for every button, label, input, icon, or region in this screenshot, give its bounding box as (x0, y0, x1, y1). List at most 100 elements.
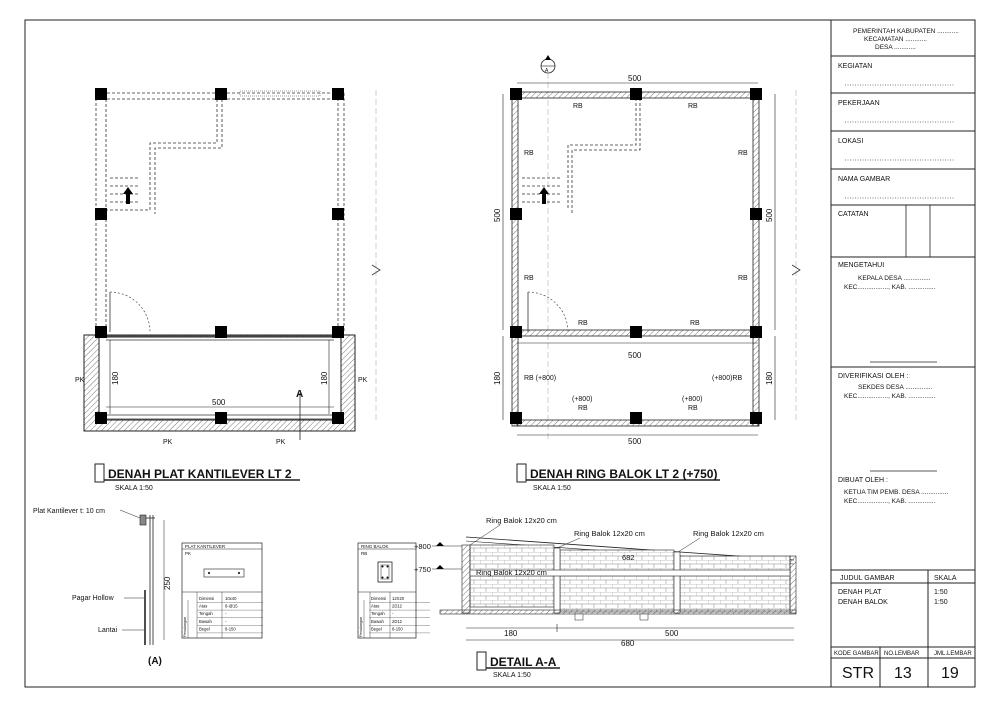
plan1-pk-left: PK (75, 377, 85, 384)
rb-800-right: (+800)RB (712, 375, 742, 382)
tb-diverifikasi-label: DIVERIFIKASI OLEH : (838, 373, 908, 380)
tb-kec-kab-3: KEC................., KAB. .............… (844, 498, 936, 505)
table-cell-label: Atas (199, 604, 207, 609)
section-title: DETAIL A-A (490, 655, 557, 669)
table-cell-label: Tengah (199, 611, 213, 616)
tb-no-lembar-label: NO.LEMBAR (884, 651, 920, 657)
section-detail-aa: Ring Balok 12x20 cm Ring Balok 12x20 cm … (414, 516, 797, 679)
plan2-title: DENAH RING BALOK LT 2 (+750) (530, 467, 717, 481)
tb-dibuat-label: DIBUAT OLEH : (838, 477, 888, 484)
level-750: +750 (414, 565, 431, 574)
rb-label-2: Ring Balok 12x20 cm (574, 529, 645, 538)
lantai-label: Lantai (98, 627, 118, 634)
rb-label: RB (688, 405, 698, 412)
dim-180: 180 (504, 629, 518, 638)
plan2-dim-top: 500 (628, 74, 642, 83)
tb-kepala-desa: KEPALA DESA ............... (858, 275, 931, 282)
detail-wall: 250 Plat Kantilever t: 10 cm Pagar Hollo… (33, 508, 172, 667)
table-plat-side-label: Penulangan (183, 617, 187, 637)
tb-nama-gambar-label: NAMA GAMBAR (838, 176, 890, 183)
title-block: PEMERINTAH KABUPATEN ............ KECAMA… (830, 20, 975, 687)
plan1-pk-bottom-1: PK (163, 439, 173, 446)
tb-mengetahui-label: MENGETAHUI (838, 262, 884, 269)
plan2-dim-left-500: 500 (493, 208, 502, 222)
table-plat-title: PLAT KANTILEVER (185, 544, 226, 549)
table-rb-title: RING BALOK (361, 544, 389, 549)
plan2-dim-bottom: 500 (628, 437, 642, 446)
sheet-border (24, 19, 976, 688)
plan2-dim-right-180: 180 (765, 371, 774, 385)
tb-ketua: KETUA TIM PEMB. DESA ............... (844, 489, 948, 496)
rb-label: RB (578, 405, 588, 412)
table-cell-label: Bawah (199, 619, 212, 624)
table-cell-value: 8-@15 (225, 604, 238, 609)
level-800: +800 (414, 542, 431, 551)
tb-catatan-label: CATATAN (838, 211, 869, 218)
dim-680: 680 (621, 639, 635, 648)
table-cell-label: Dimensi (199, 596, 214, 601)
table-cell-value: - (225, 611, 227, 616)
pagar-hollow-label: Pagar Hollow (72, 595, 115, 602)
plan2-dim-right-500: 500 (765, 208, 774, 222)
table-rb-side-label: Penulangan (359, 617, 363, 637)
rb-label: RB (578, 320, 588, 327)
tb-judul-gambar-label: JUDUL GAMBAR (840, 575, 895, 582)
table-cell-value: 10x40 (225, 596, 237, 601)
plan1-section-mark: A (296, 389, 303, 400)
rb-label-1: Ring Balok 12x20 cm (486, 516, 557, 525)
table-plat-kantilever: PLAT KANTILEVER PK Penulangan Dimensi 10x… (181, 542, 263, 639)
tb-kode-gambar-label: KODE GAMBAR (834, 651, 879, 657)
table-plat-subtitle: PK (185, 551, 191, 556)
stair-arrow-icon-2 (539, 187, 549, 204)
plan1-title: DENAH PLAT KANTILEVER LT 2 (108, 467, 292, 481)
tb-jml-lembar: 19 (941, 665, 959, 682)
dim-500: 500 (665, 629, 679, 638)
plan1-dim-500: 500 (212, 398, 226, 407)
dim-682: 682 (622, 553, 635, 562)
tb-judul-2: DENAH BALOK (838, 599, 888, 606)
tb-kec-kab-1: KEC................., KAB. .............… (844, 284, 936, 291)
rb-label: RB (573, 103, 583, 110)
rb-label-3: Ring Balok 12x20 cm (693, 529, 764, 538)
tb-skala-label: SKALA (934, 575, 957, 582)
rb-label: RB (738, 150, 748, 157)
tb-header-3: DESA ............ (875, 44, 916, 51)
rb-label: RB (688, 103, 698, 110)
rb-label: RB (524, 150, 534, 157)
dim-250: 250 (163, 576, 172, 590)
table-cell-value: 2D12 (392, 604, 403, 609)
table-rb-subtitle: RB (361, 551, 367, 556)
table-cell-value: 8-150 (392, 626, 403, 631)
table-cell-value: 12X20 (392, 596, 405, 601)
plan1-dim-180-left: 180 (111, 371, 120, 385)
plan1-scale: SKALA 1:50 (115, 485, 153, 492)
rb-label: RB (524, 275, 534, 282)
table-cell-value: 8-150 (225, 626, 236, 631)
table-cell-value: - (225, 619, 227, 624)
plan2-dim-left-180: 180 (493, 371, 502, 385)
tb-kec-kab-2: KEC................., KAB. .............… (844, 393, 936, 400)
tb-skala-1: 1:50 (934, 589, 948, 596)
section-scale: SKALA 1:50 (493, 672, 531, 679)
plan2-section-mark: A (545, 68, 549, 74)
table-cell-label: Begel (199, 626, 210, 631)
rb-label: RB (690, 320, 700, 327)
tb-skala-2: 1:50 (934, 599, 948, 606)
plan2-dim-mid: 500 (628, 351, 642, 360)
rb-label: RB (738, 275, 748, 282)
rb-800-left: RB (+800) (524, 375, 556, 382)
plan1-pk-bottom-2: PK (276, 439, 286, 446)
tb-header-2: KECAMATAN ............ (864, 36, 927, 43)
plan1-dim-180-right: 180 (320, 371, 329, 385)
plus800-label: (+800) (682, 396, 702, 403)
tb-lokasi-label: LOKASI (838, 138, 863, 145)
tb-header-1: PEMERINTAH KABUPATEN ............ (853, 28, 959, 35)
stair-arrow-icon (123, 187, 133, 204)
plan1-pk-right: PK (358, 377, 368, 384)
table-cell-value: - (392, 611, 394, 616)
plan-ring-balok: A 500 (493, 55, 801, 492)
table-cell-label: Atas (371, 604, 379, 609)
table-cell-label: Tengah (371, 611, 385, 616)
